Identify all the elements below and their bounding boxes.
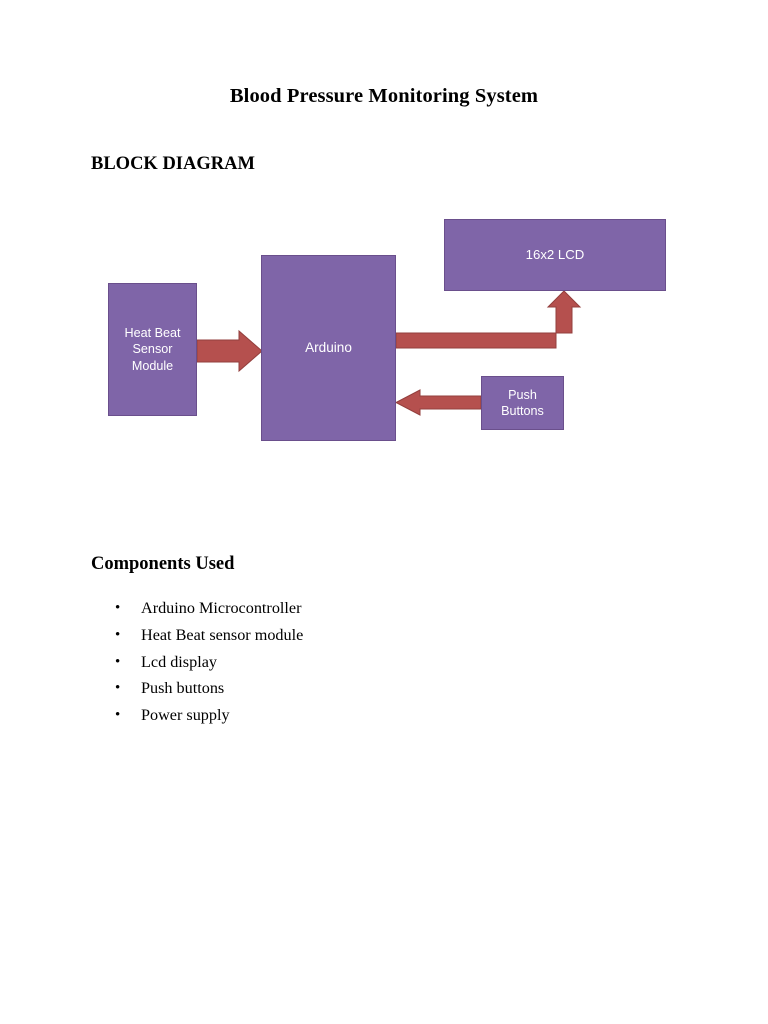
diagram-node-push-buttons[interactable]: Push Buttons xyxy=(481,376,564,430)
diagram-node-arduino-label: Arduino xyxy=(305,340,352,356)
bullet-icon: • xyxy=(115,707,121,724)
components-used-list: • Arduino Microcontroller • Heat Beat se… xyxy=(91,595,511,729)
list-item: • Lcd display xyxy=(91,649,511,676)
diagram-node-sensor-label: Heat Beat Sensor Module xyxy=(124,325,180,373)
list-item-label: Push buttons xyxy=(141,679,225,698)
bullet-icon: • xyxy=(115,600,121,616)
diagram-node-lcd[interactable]: 16x2 LCD xyxy=(444,219,666,291)
list-item: • Heat Beat sensor module xyxy=(91,622,511,649)
bullet-icon: • xyxy=(115,680,121,697)
diagram-node-push-buttons-label: Push Buttons xyxy=(501,387,544,419)
buttons-label-line-1: Push xyxy=(508,387,537,402)
block-diagram-heading: BLOCK DIAGRAM xyxy=(91,154,255,174)
list-item-label: Heat Beat sensor module xyxy=(141,625,304,644)
sensor-label-line-3: Module xyxy=(131,358,174,373)
list-item: • Push buttons xyxy=(91,675,511,702)
components-used-heading: Components Used xyxy=(91,554,235,574)
bullet-icon: • xyxy=(115,626,121,643)
diagram-node-arduino[interactable]: Arduino xyxy=(261,255,396,441)
connector-arduino-to-lcd-icon xyxy=(395,290,582,349)
diagram-node-lcd-label: 16x2 LCD xyxy=(525,246,585,262)
page-title: Blood Pressure Monitoring System xyxy=(229,85,539,107)
list-item-label: Lcd display xyxy=(141,652,217,671)
connector-buttons-to-arduino-icon xyxy=(394,389,482,416)
connector-sensor-to-arduino-icon xyxy=(196,329,263,373)
buttons-label-line-2: Buttons xyxy=(501,404,544,418)
list-item-label: Power supply xyxy=(141,706,230,725)
list-item-label: Arduino Microcontroller xyxy=(141,599,302,617)
sensor-label-line-1: Heat Beat xyxy=(124,326,181,341)
list-item: • Arduino Microcontroller xyxy=(91,595,511,622)
list-item: • Power supply xyxy=(91,702,511,729)
sensor-label-line-2: Sensor xyxy=(132,342,173,357)
diagram-node-sensor[interactable]: Heat Beat Sensor Module xyxy=(108,283,197,416)
bullet-icon: • xyxy=(115,653,121,670)
